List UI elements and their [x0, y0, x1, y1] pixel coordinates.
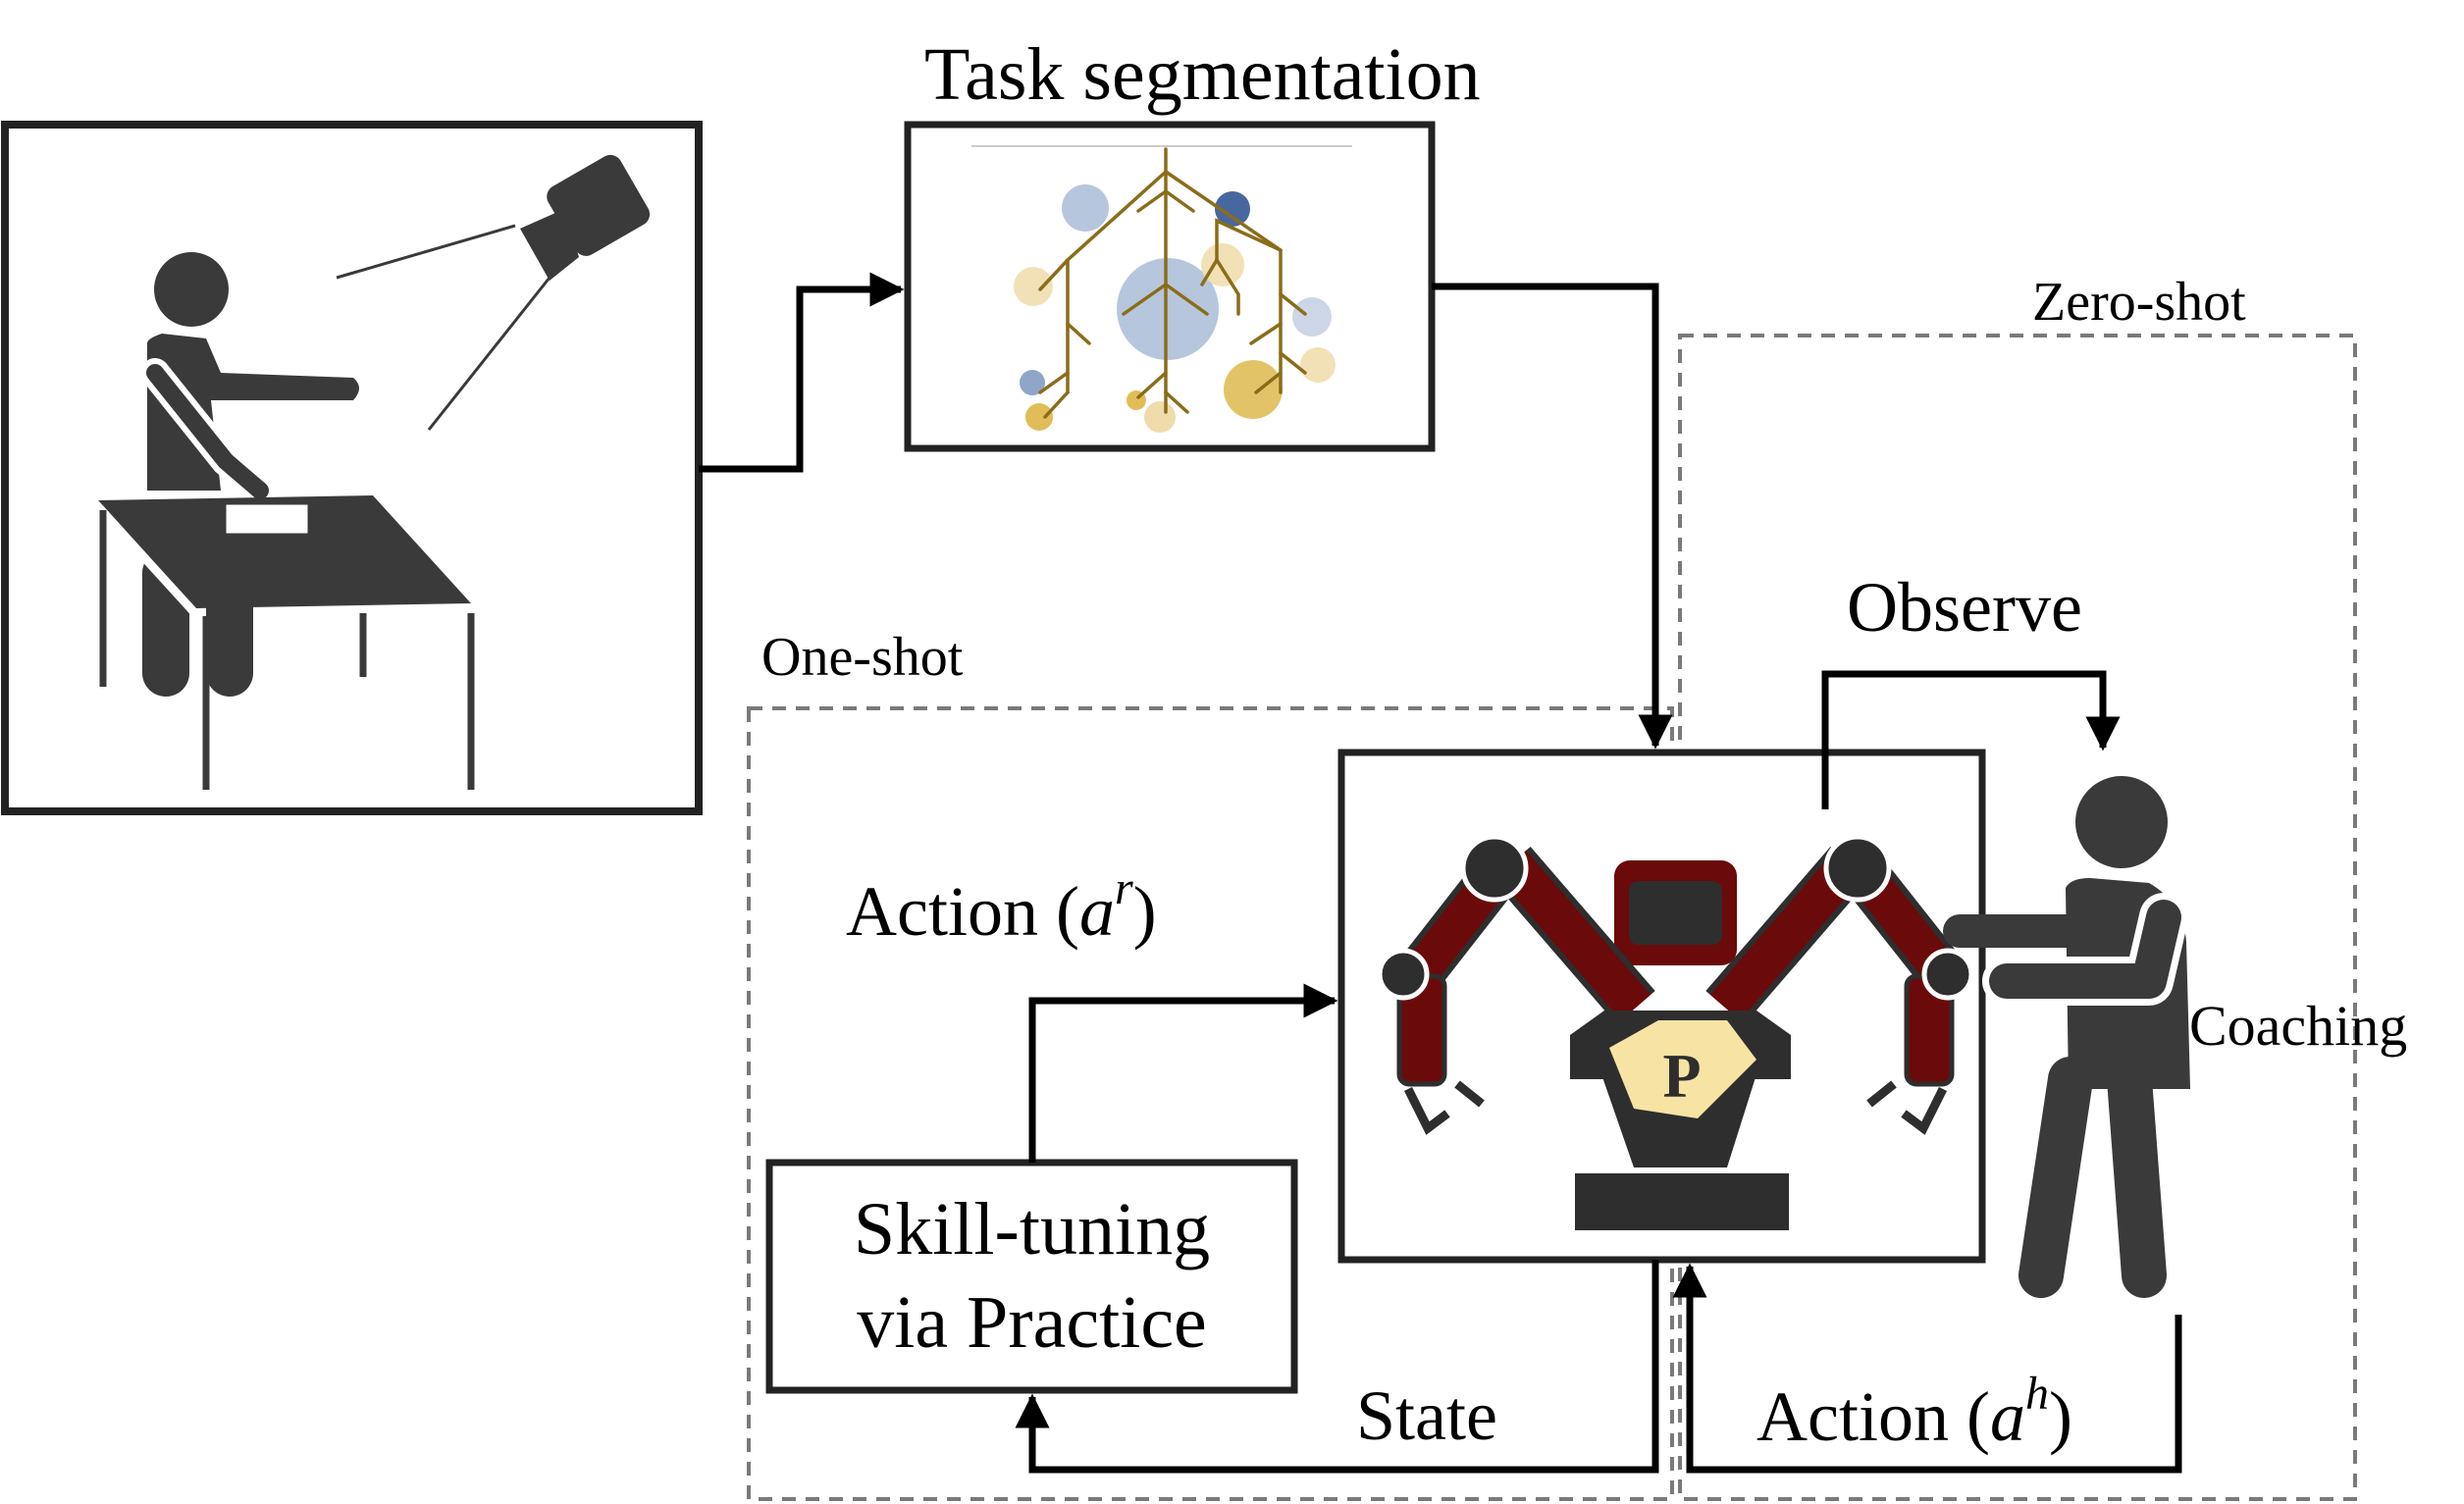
task-segmentation-title: Task segmentation — [924, 33, 1481, 116]
action-h-arrow — [1672, 1263, 2182, 1474]
one-shot-label: One-shot — [761, 627, 964, 688]
action-h-variable: a — [1989, 1377, 2025, 1456]
action-h-suffix: ) — [2048, 1377, 2072, 1456]
robot-badge: P — [1662, 1041, 1701, 1111]
action-robot-label: Action (ar) — [846, 865, 1157, 948]
action-r-variable: a — [1078, 872, 1115, 951]
dual-arm-robot-icon: P — [1377, 834, 1974, 1230]
connectors — [699, 272, 2182, 1474]
coaching-person-icon — [1943, 776, 2190, 1298]
state-label: State — [1356, 1376, 1497, 1455]
zero-shot-label: Zero-shot — [2032, 272, 2246, 333]
skill-tuning-line2: via Practice — [857, 1281, 1207, 1364]
skill-tuning-line1: Skill-tuning — [853, 1188, 1211, 1271]
robot-panel: P — [1337, 749, 1986, 1264]
action-r-prefix: Action ( — [846, 872, 1079, 951]
action-r-suffix: ) — [1132, 872, 1157, 951]
segmentation-tree-icon — [1014, 147, 1336, 433]
camera-icon — [336, 154, 651, 431]
demonstration-panel — [1, 121, 703, 815]
demo-to-segmentation-arrow — [699, 272, 905, 473]
observe-label: Observe — [1847, 568, 2082, 647]
person-at-table-icon — [98, 252, 475, 790]
action-r-superscript: r — [1114, 862, 1133, 914]
skill-tuning-text: Skill-tuning via Practice — [769, 1163, 1294, 1390]
segmentation-to-robot-arrow — [1432, 283, 1673, 750]
coaching-label: Coaching — [2189, 994, 2408, 1058]
action-r-arrow — [1028, 983, 1338, 1163]
action-h-superscript: h — [2024, 1368, 2049, 1420]
skill-tuning-box — [765, 1159, 1298, 1394]
state-arrow — [1015, 1260, 1659, 1474]
action-h-prefix: Action ( — [1756, 1377, 1990, 1456]
observe-arrow — [1821, 670, 2121, 809]
task-segmentation-panel — [904, 121, 1436, 452]
action-human-label: Action (ah) — [1756, 1371, 2072, 1453]
